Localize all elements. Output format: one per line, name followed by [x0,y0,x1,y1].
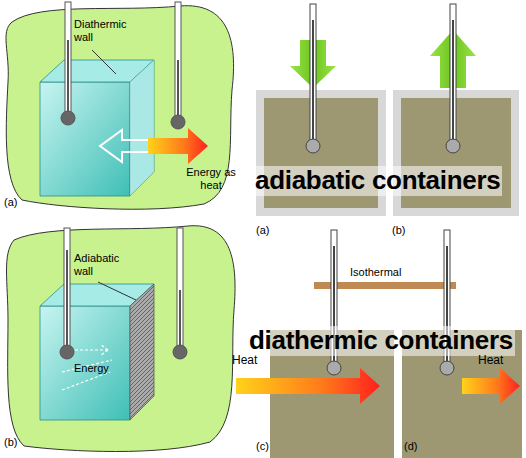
heat-label: Energy as heat [186,166,236,191]
panel-letter: (a) [4,196,17,209]
heading: adiabatic containers [253,166,502,196]
wall-label: Adiabatic wall [74,252,134,277]
panel-letter: (c) [256,440,269,453]
wall-label: Diathermic wall [74,18,136,43]
heat-label: Heat [232,354,257,368]
panel-letter: (b) [4,436,17,449]
panel-letter: (d) [404,440,417,453]
heading: diathermic containers [247,326,515,356]
panel-letter: (a) [256,224,269,237]
heat-label: Heat [478,354,503,368]
panel-letter: (b) [392,224,405,237]
bar-label: Isothermal [350,266,401,279]
energy-label: Energy [74,362,109,375]
